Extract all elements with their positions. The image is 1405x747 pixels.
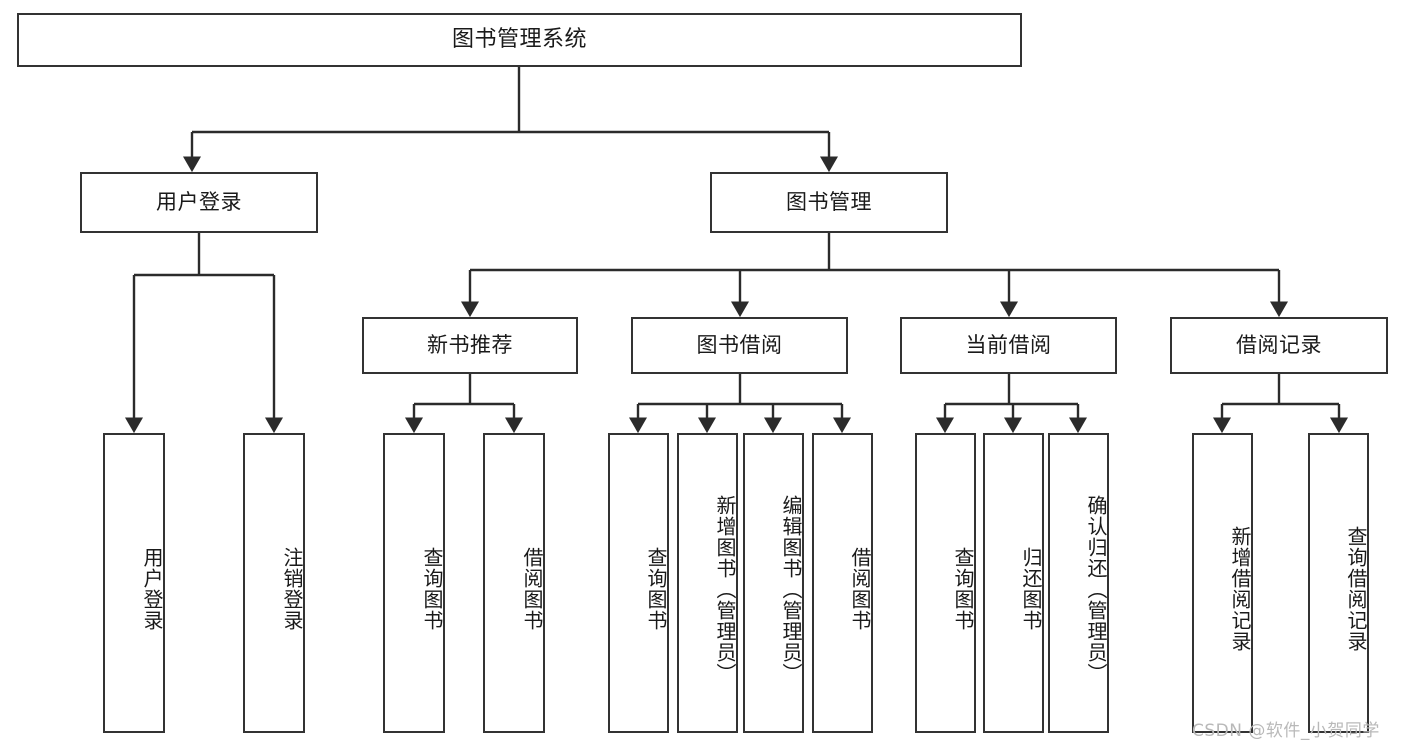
node-book-borrow[interactable]: 图书借阅 [631, 317, 848, 374]
leaf-current-borrow-query[interactable]: 查询图书 [915, 433, 976, 733]
leaf-current-borrow-confirm-return[interactable]: 确认归还（管理员） [1048, 433, 1109, 733]
leaf-new-book-borrow[interactable]: 借阅图书 [483, 433, 545, 733]
node-borrow-record[interactable]: 借阅记录 [1170, 317, 1388, 374]
leaf-book-borrow-add[interactable]: 新增图书（管理员） [677, 433, 738, 733]
leaf-user-login-signin[interactable]: 用户登录 [103, 433, 165, 733]
leaf-borrow-record-query[interactable]: 查询借阅记录 [1308, 433, 1369, 733]
leaf-book-borrow-lend[interactable]: 借阅图书 [812, 433, 873, 733]
leaf-user-login-signout[interactable]: 注销登录 [243, 433, 305, 733]
leaf-current-borrow-return[interactable]: 归还图书 [983, 433, 1044, 733]
leaf-book-borrow-query[interactable]: 查询图书 [608, 433, 669, 733]
leaf-new-book-query[interactable]: 查询图书 [383, 433, 445, 733]
node-root-system[interactable]: 图书管理系统 [17, 13, 1022, 67]
leaf-borrow-record-add[interactable]: 新增借阅记录 [1192, 433, 1253, 733]
node-user-login[interactable]: 用户登录 [80, 172, 318, 233]
node-new-book-recommend[interactable]: 新书推荐 [362, 317, 578, 374]
csdn-watermark: CSDN @软件_小贺同学 [1192, 721, 1380, 741]
node-current-borrow[interactable]: 当前借阅 [900, 317, 1117, 374]
node-book-management[interactable]: 图书管理 [710, 172, 948, 233]
leaf-book-borrow-edit[interactable]: 编辑图书（管理员） [743, 433, 804, 733]
